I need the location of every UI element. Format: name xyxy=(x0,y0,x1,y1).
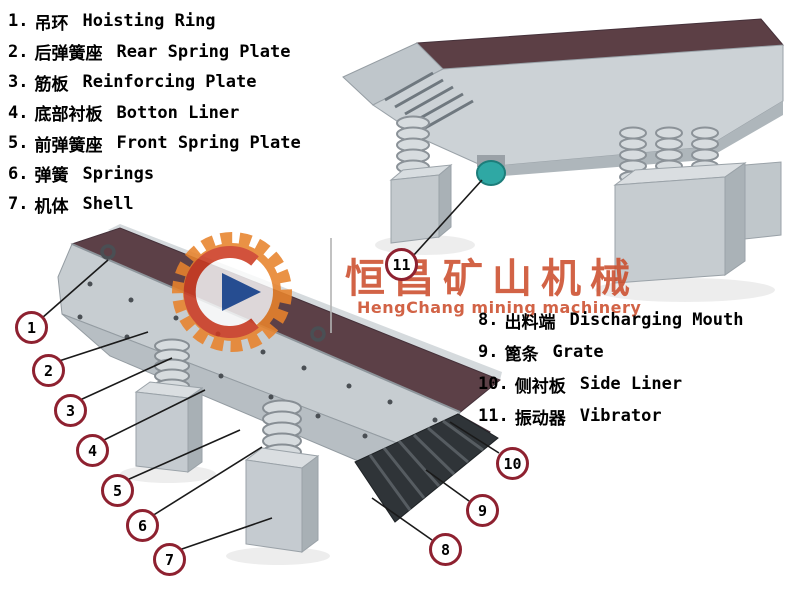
legend-item-9: 9. 篦条 Grate xyxy=(478,336,743,368)
callout-10: 10 xyxy=(496,447,529,480)
legend-item-6: 6. 弹簧 Springs xyxy=(8,159,301,190)
callout-9: 9 xyxy=(466,494,499,527)
legend-item-3: 3. 筋板 Reinforcing Plate xyxy=(8,67,301,98)
legend-label-zh: 侧衬板 xyxy=(514,376,566,397)
legend-number: 8. xyxy=(478,310,499,330)
legend-item-8: 8. 出料端 Discharging Mouth xyxy=(478,304,743,336)
spring-stack-left xyxy=(396,115,430,175)
legend-item-5: 5. 前弹簧座 Front Spring Plate xyxy=(8,128,301,159)
vibrator-unit xyxy=(476,155,506,186)
callout-4: 4 xyxy=(76,434,109,467)
legend-number: 4. xyxy=(8,102,29,123)
legend-label-zh: 篦条 xyxy=(504,344,539,365)
legend-label-zh: 弹簧 xyxy=(34,166,69,187)
legend-item-10: 10. 侧衬板 Side Liner xyxy=(478,368,743,400)
legend-number: 9. xyxy=(478,342,499,362)
hoisting-ring xyxy=(310,326,326,342)
hoisting-ring xyxy=(100,244,116,260)
legend-number: 1. xyxy=(8,11,29,32)
legend-label-en: Front Spring Plate xyxy=(116,133,301,154)
legend-label-en: Reinforcing Plate xyxy=(82,72,257,93)
legend-label-zh: 出料端 xyxy=(504,312,556,333)
callout-11: 11 xyxy=(385,248,418,281)
legend-number: 10. xyxy=(478,374,509,394)
legend-item-1: 1. 吊环 Hoisting Ring xyxy=(8,6,301,37)
legend-item-2: 2. 后弹簧座 Rear Spring Plate xyxy=(8,37,301,68)
callout-8: 8 xyxy=(429,533,462,566)
legend-label-en: Botton Liner xyxy=(116,102,240,123)
legend-item-7: 7. 机体 Shell xyxy=(8,189,301,220)
legend-item-11: 11. 振动器 Vibrator xyxy=(478,400,743,432)
legend-number: 2. xyxy=(8,41,29,62)
legend-label-zh: 筋板 xyxy=(34,74,69,95)
callout-7: 7 xyxy=(153,543,186,576)
legend-label-en: Rear Spring Plate xyxy=(116,41,291,62)
legend-label-en: Vibrator xyxy=(579,406,662,426)
legend-number: 7. xyxy=(8,194,29,215)
legend-number: 5. xyxy=(8,133,29,154)
parts-legend-left: 1. 吊环 Hoisting Ring 2. 后弹簧座 Rear Spring … xyxy=(8,6,301,220)
legend-label-zh: 振动器 xyxy=(514,408,566,429)
legend-label-en: Side Liner xyxy=(579,374,683,394)
reinforcing-fins xyxy=(384,71,474,130)
parts-legend-right: 8. 出料端 Discharging Mouth 9. 篦条 Grate 10.… xyxy=(478,304,743,432)
legend-label-en: Grate xyxy=(552,342,604,362)
legend-label-zh: 前弹簧座 xyxy=(34,135,103,156)
legend-label-zh: 吊环 xyxy=(34,13,69,34)
callout-5: 5 xyxy=(101,474,134,507)
callout-1: 1 xyxy=(15,311,48,344)
legend-number: 11. xyxy=(478,406,509,426)
legend-number: 6. xyxy=(8,163,29,184)
legend-label-en: Discharging Mouth xyxy=(569,310,744,330)
callout-6: 6 xyxy=(126,509,159,542)
legend-number: 3. xyxy=(8,72,29,93)
legend-label-en: Springs xyxy=(82,163,155,184)
legend-label-zh: 机体 xyxy=(34,196,69,217)
callout-2: 2 xyxy=(32,354,65,387)
legend-label-en: Hoisting Ring xyxy=(82,11,216,32)
legend-label-en: Shell xyxy=(82,194,134,215)
legend-label-zh: 底部衬板 xyxy=(34,105,103,126)
callout-3: 3 xyxy=(54,394,87,427)
spring-stack-front xyxy=(262,399,302,472)
legend-item-4: 4. 底部衬板 Botton Liner xyxy=(8,98,301,129)
legend-label-zh: 后弹簧座 xyxy=(34,44,103,65)
